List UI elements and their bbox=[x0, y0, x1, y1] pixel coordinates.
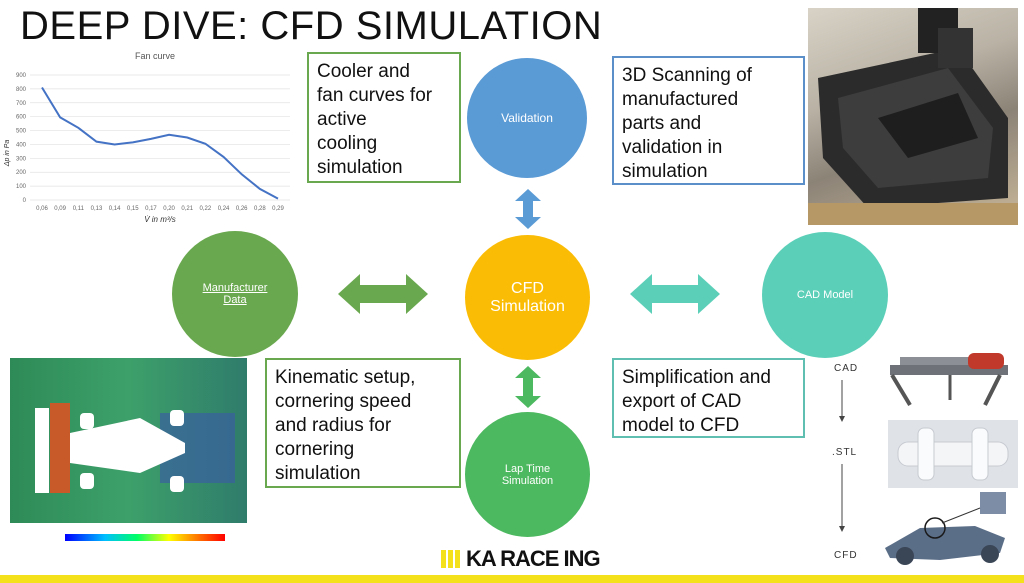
cooler-fan-box: Cooler and fan curves for active cooling… bbox=[307, 52, 461, 183]
chart-x-tick-label: 0,29 bbox=[272, 206, 284, 212]
bottom-stripe bbox=[0, 575, 1024, 583]
chart-x-tick-label: 0,06 bbox=[36, 206, 48, 212]
chart-x-tick-label: 0,22 bbox=[200, 206, 212, 212]
validation-node: Validation bbox=[467, 58, 587, 178]
chart-y-tick-label: 200 bbox=[16, 170, 27, 176]
validation-double-arrow bbox=[515, 189, 541, 229]
chart-x-tick-label: 0,09 bbox=[54, 206, 66, 212]
chart-x-tick-label: 0,17 bbox=[145, 206, 157, 212]
chart-y-tick-label: 0 bbox=[23, 198, 27, 204]
flow-arrow-1 bbox=[839, 380, 845, 422]
chart-x-tick-label: 0,15 bbox=[127, 206, 139, 212]
cfd-velocity-plot bbox=[10, 358, 247, 553]
chart-x-tick-label: 0,24 bbox=[218, 206, 230, 212]
simplification-box: Simplification and export of CAD model t… bbox=[612, 358, 805, 438]
chart-x-tick-label: 0,14 bbox=[109, 206, 121, 212]
logo-text: KA RACE ING bbox=[466, 546, 601, 571]
lap-time-double-arrow bbox=[515, 366, 541, 408]
kinematic-box: Kinematic setup, cornering speed and rad… bbox=[265, 358, 461, 488]
chart-x-tick-label: 0,21 bbox=[181, 206, 193, 212]
chart-y-label: Δp in Pa bbox=[4, 140, 11, 168]
chart-y-ticks: 0 100 200 300 400 500 600 700 800 900 bbox=[16, 73, 27, 204]
chart-x-ticks: 0,06 0,09 0,11 0,13 0,14 0,15 0,17 0,20 0,21 0,22… bbox=[36, 206, 284, 212]
chart-x-tick-label: 0,28 bbox=[254, 206, 266, 212]
chart-series-line bbox=[41, 86, 279, 200]
flow-label-cfd: CFD bbox=[834, 550, 858, 561]
karaceing-logo: KA RACE ING bbox=[440, 546, 601, 572]
manufacturer-double-arrow bbox=[338, 274, 428, 314]
lap-time-node: Lap Time Simulation bbox=[465, 412, 590, 537]
chart-title: Fan curve bbox=[135, 51, 175, 61]
chart-grid bbox=[30, 74, 290, 201]
logo-mark-icon bbox=[441, 550, 460, 568]
chart-x-tick-label: 0,26 bbox=[236, 206, 248, 212]
chart-y-tick-label: 600 bbox=[16, 115, 27, 121]
page-title: DEEP DIVE: CFD SIMULATION bbox=[20, 4, 603, 48]
flow-label-cad: CAD bbox=[834, 363, 859, 374]
cfd-simulation-node: CFD Simulation bbox=[465, 235, 590, 360]
fan-curve-chart: Fan curve 0 100 200 300 400 500 600 700 800 900 0… bbox=[4, 51, 290, 224]
chart-y-tick-label: 800 bbox=[16, 87, 27, 93]
chart-y-tick-label: 500 bbox=[16, 129, 27, 135]
stl-model-image bbox=[888, 420, 1018, 488]
manufacturer-data-node: Manufacturer Data bbox=[172, 231, 298, 357]
cad-double-arrow bbox=[630, 274, 720, 314]
scanning-photo bbox=[808, 8, 1018, 225]
chart-y-tick-label: 700 bbox=[16, 101, 27, 107]
chart-x-tick-label: 0,20 bbox=[163, 206, 175, 212]
cad-model-image bbox=[880, 345, 1018, 413]
chart-y-tick-label: 100 bbox=[16, 184, 27, 190]
chart-x-tick-label: 0,13 bbox=[91, 206, 103, 212]
cfd-mesh-image bbox=[880, 488, 1018, 570]
flow-arrow-2 bbox=[839, 464, 845, 532]
chart-x-tick-label: 0,11 bbox=[73, 206, 85, 212]
cad-model-node: CAD Model bbox=[762, 232, 888, 358]
chart-y-tick-label: 300 bbox=[16, 156, 27, 162]
chart-y-tick-label: 900 bbox=[16, 73, 27, 79]
scanning-box: 3D Scanning of manufactured parts and va… bbox=[612, 56, 805, 185]
chart-x-label: V̇ in m³/s bbox=[144, 215, 176, 224]
flow-label-stl: .STL bbox=[832, 447, 858, 458]
chart-y-tick-label: 400 bbox=[16, 142, 27, 148]
